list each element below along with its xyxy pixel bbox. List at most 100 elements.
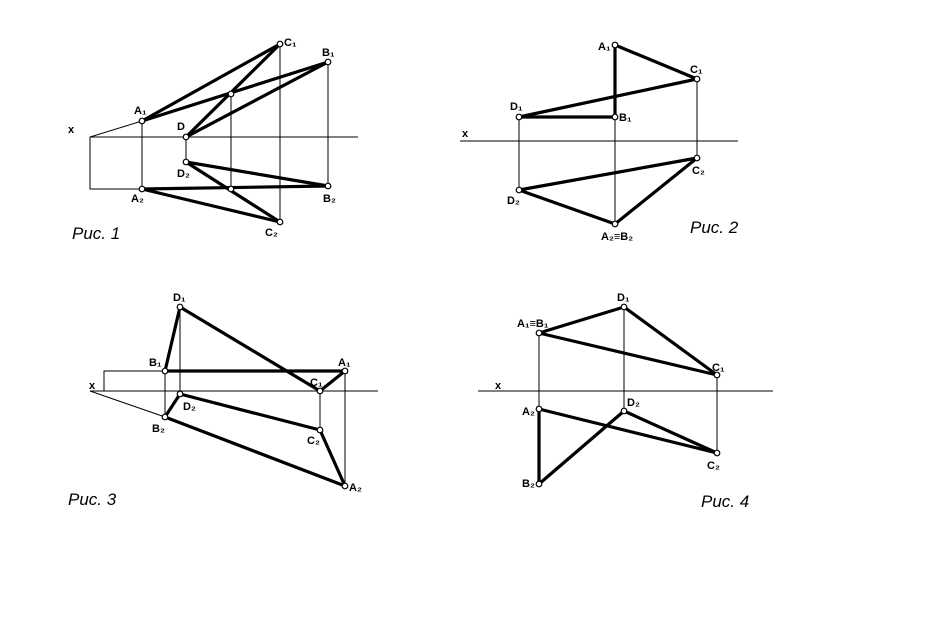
fig3-segment-b2a2	[163, 415, 347, 488]
fig4-label-d2: D₂	[627, 397, 640, 409]
fig1-point-b1	[324, 58, 332, 66]
fig1-segment-dc1	[184, 42, 282, 139]
fig2-segment-d2c2	[517, 156, 699, 192]
fig3-segment-c1a1	[318, 369, 347, 393]
fig3-label-c2: C₂	[307, 435, 320, 447]
fig3-point-c1	[316, 387, 324, 395]
fig1-point-k1	[227, 90, 235, 98]
fig1-label-a1: A₁	[134, 105, 147, 117]
fig3-point-a1	[341, 367, 349, 375]
fig3-point-d1	[176, 303, 184, 311]
fig1-point-b2	[324, 182, 332, 190]
fig3-point-a2	[341, 482, 349, 490]
fig4-segment-d2c2	[622, 409, 719, 455]
fig2-segment-a1c1	[613, 43, 699, 81]
figure-3: x D₁ B₁ A₁ C₁ D₂ B₂ C₂ A₂ Рис. 3	[68, 292, 378, 509]
fig2-point-c1	[693, 75, 701, 83]
fig4-point-d1	[620, 303, 628, 311]
fig4-label-a1b1: A₁≡B₁	[517, 318, 549, 330]
fig4-label-c1: C₁	[712, 362, 725, 374]
figure-4: x A₁≡B₁ D₁ C₁ A₂ D₂ C₂ B₂ Рис. 4	[478, 292, 773, 511]
fig3-point-d2	[176, 390, 184, 398]
figure-1: x A₁ C₁ B₁ D D₂ A₂ B₂ C	[68, 37, 358, 243]
fig3-segment-b1d1	[163, 305, 182, 373]
fig1-segment-db1	[184, 60, 330, 139]
fig3-segment-d2c2	[178, 392, 322, 432]
fig1-axis-label: x	[68, 124, 75, 136]
fig4-label-a2: A₂	[522, 406, 535, 418]
fig4-segment-a1d1	[537, 305, 626, 335]
fig1-label-b1: B₁	[322, 47, 335, 59]
fig1-label-d2: D₂	[177, 168, 190, 180]
fig1-point-a1	[138, 117, 146, 125]
fig2-segment-d1c1	[517, 77, 699, 119]
fig2-label-c2: C₂	[692, 165, 705, 177]
fig4-segment-d1c1	[622, 305, 719, 377]
fig2-axis-label: x	[462, 128, 469, 140]
fig4-segment-b2d2	[537, 409, 626, 486]
fig4-point-d2	[620, 407, 628, 415]
fig1-label-c1: C₁	[284, 37, 297, 49]
fig4-label-c2: C₂	[707, 460, 720, 472]
fig1-label-c2: C₂	[265, 227, 278, 239]
fig2-point-b1	[611, 113, 619, 121]
fig1-segment-a2c2	[140, 187, 282, 224]
fig3-segment-b2d2	[163, 392, 182, 419]
fig3-label-d1: D₁	[173, 292, 186, 304]
fig3-segment-d1c1	[178, 305, 322, 393]
fig3-label-c1: C₁	[310, 377, 323, 389]
fig4-label-b2: B₂	[522, 478, 535, 490]
fig3-construction	[89, 370, 166, 418]
fig1-point-d	[182, 133, 190, 141]
fig2-label-a1: A₁	[598, 41, 611, 53]
fig4-segment-a1c1	[537, 331, 719, 377]
fig4-point-b2	[535, 480, 543, 488]
fig3-label-a1: A₁	[338, 357, 351, 369]
fig2-point-d1	[515, 113, 523, 121]
fig1-construction	[89, 120, 143, 190]
fig3-caption: Рис. 3	[68, 490, 117, 509]
fig4-label-d1: D₁	[617, 292, 630, 304]
fig1-point-k2	[227, 185, 235, 193]
fig4-point-a2	[535, 405, 543, 413]
fig2-segment-a2c2	[613, 156, 699, 226]
fig2-label-d2: D₂	[507, 195, 520, 207]
fig3-label-a2: A₂	[349, 482, 362, 494]
fig1-label-d: D	[177, 121, 185, 133]
fig4-caption: Рис. 4	[701, 492, 749, 511]
fig4-point-c1	[713, 371, 721, 379]
fig2-point-d2	[515, 186, 523, 194]
fig2-label-d1: D₁	[510, 101, 523, 113]
fig4-point-c2	[713, 449, 721, 457]
fig2-label-b1: B₁	[619, 112, 632, 124]
fig2-label-a2b2: A₂≡B₂	[601, 231, 633, 243]
fig2-caption: Рис. 2	[690, 218, 739, 237]
fig1-segment-a1c1	[140, 42, 282, 123]
fig1-segment-d2c2	[184, 160, 282, 224]
fig1-point-c2	[276, 218, 284, 226]
fig1-segment-a2b2	[140, 184, 330, 191]
fig3-axis-label: x	[89, 380, 96, 392]
fig1-label-b2: B₂	[323, 193, 336, 205]
fig2-point-c2	[693, 154, 701, 162]
fig2-point-a1	[611, 41, 619, 49]
fig1-point-d2	[182, 158, 190, 166]
fig3-segment-c2a2	[318, 428, 347, 488]
fig3-label-d2: D₂	[183, 401, 196, 413]
fig2-point-a2b2	[611, 220, 619, 228]
fig1-label-a2: A₂	[131, 193, 144, 205]
fig1-segment-d2b2	[184, 160, 330, 188]
fig1-point-a2	[138, 185, 146, 193]
fig4-axis-label: x	[495, 380, 502, 392]
fig2-label-c1: C₁	[690, 64, 703, 76]
fig3-point-b1	[161, 367, 169, 375]
figure-2: x A₁ B₁ C₁ D₁ D₂ C₂ A₂≡B₂ Рис. 2	[460, 41, 739, 243]
fig3-label-b1: B₁	[149, 357, 162, 369]
fig1-caption: Рис. 1	[72, 224, 120, 243]
fig4-segment-a2c2	[537, 407, 719, 455]
fig3-label-b2: B₂	[152, 423, 165, 435]
fig4-point-a1b1	[535, 329, 543, 337]
fig3-point-c2	[316, 426, 324, 434]
fig3-point-b2	[161, 413, 169, 421]
